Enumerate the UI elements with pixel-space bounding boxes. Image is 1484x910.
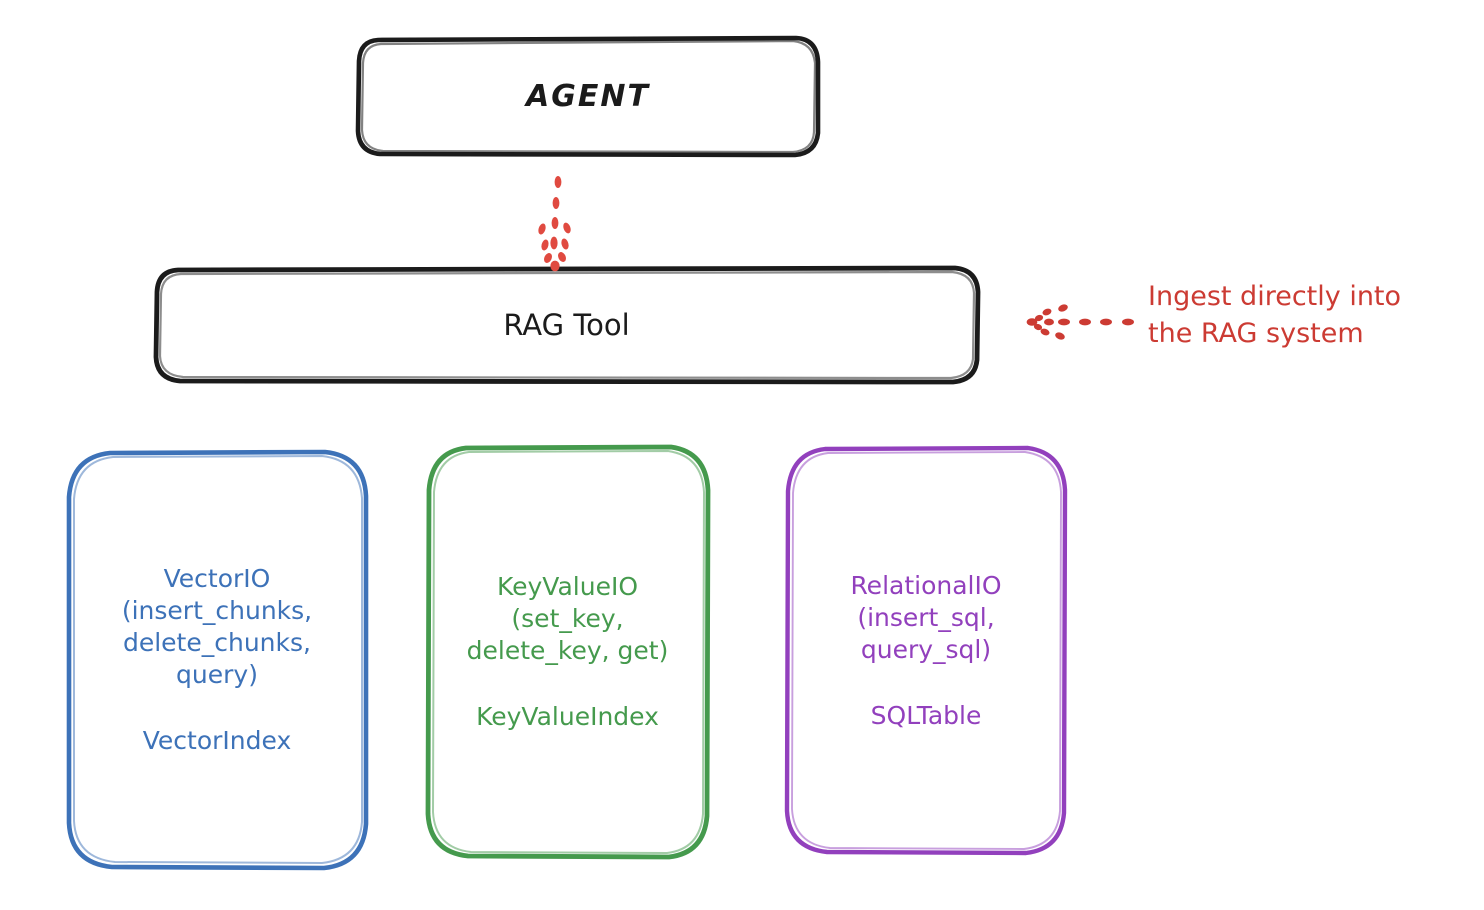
node-key-value-io-shape[interactable] [425, 444, 711, 860]
connector-agent-to-rag-tool [538, 176, 571, 272]
node-agent-shape[interactable] [355, 35, 821, 158]
connector-annotation-to-rag-tool [1026, 304, 1134, 340]
annotation-ingest-note: Ingest directly into the RAG system [1148, 281, 1402, 350]
node-vector-io-shape[interactable] [66, 449, 369, 871]
node-rag-tool-shape[interactable] [153, 265, 981, 385]
node-relational-io-shape[interactable] [784, 445, 1068, 856]
